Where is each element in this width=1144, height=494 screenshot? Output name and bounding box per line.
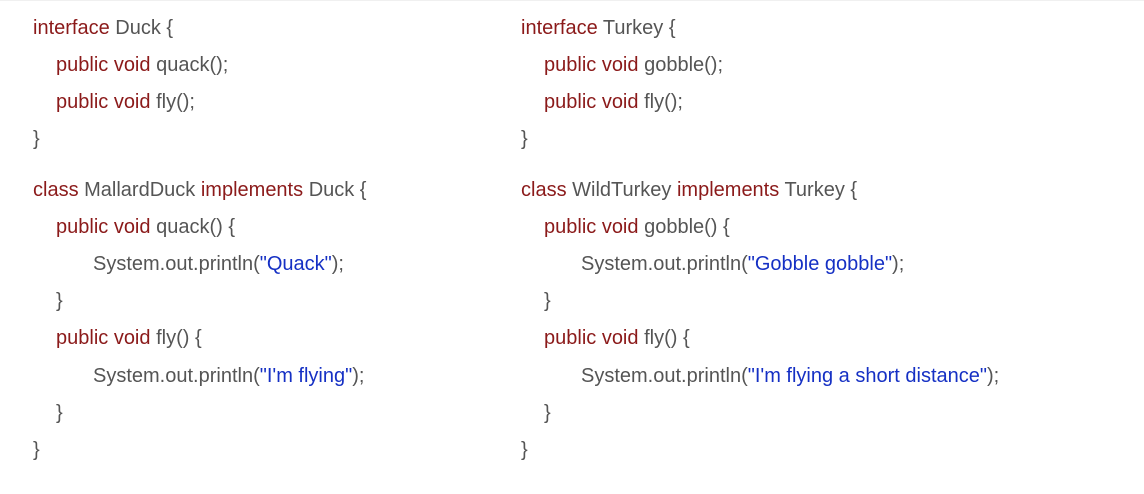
type-name: Turkey { [602,17,676,39]
method-signature: gobble() { [644,216,730,238]
keyword: class [521,179,567,201]
keyword: implements [676,179,780,201]
turkey-gobble-decl: public void gobble(); [521,50,1144,80]
method-signature: fly(); [644,91,683,113]
closing-brace: } [56,402,63,424]
closing-brace: } [544,402,551,424]
closing-brace: } [33,439,40,461]
method-signature: fly(); [156,91,195,113]
interface-name: Duck { [308,179,367,201]
duck-interface-close: } [33,124,633,154]
duck-fly-decl: public void fly(); [33,87,656,117]
call-prefix: System.out.println( [581,253,748,275]
method-signature: quack(); [156,54,229,76]
mallard-quack-body: System.out.println("Quack"); [33,249,693,279]
top-divider [0,0,1144,1]
call-prefix: System.out.println( [93,253,260,275]
closing-brace: } [521,128,528,150]
closing-brace: } [33,128,40,150]
turkey-interface-close: } [521,124,1121,154]
mallard-class-close: } [33,435,633,465]
mallard-fly-close: } [33,398,656,428]
mallard-quack-close: } [33,286,656,316]
duck-interface-line: interface Duck { [33,13,633,43]
keyword: public void [56,91,151,113]
keyword: public void [544,327,639,349]
string-literal: "I'm flying" [259,365,353,387]
wildturkey-gobble-close: } [521,286,1144,316]
keyword: public void [56,216,151,238]
method-signature: gobble(); [644,54,724,76]
keyword: public void [544,216,639,238]
keyword: public void [544,91,639,113]
call-suffix: ); [331,253,344,275]
mallard-fly-method: public void fly() { [33,323,656,353]
method-signature: fly() { [156,327,202,349]
keyword: implements [200,179,304,201]
wildturkey-fly-close: } [521,398,1144,428]
wildturkey-fly-body: System.out.println("I'm flying a short d… [521,361,1144,391]
closing-brace: } [521,439,528,461]
wildturkey-fly-method: public void fly() { [521,323,1144,353]
method-signature: quack() { [156,216,236,238]
keyword: public void [56,54,151,76]
duck-quack-decl: public void quack(); [33,50,656,80]
string-literal: "I'm flying a short distance" [747,365,987,387]
call-suffix: ); [352,365,365,387]
keyword: interface [521,17,598,39]
type-name: Duck { [115,17,174,39]
turkey-fly-decl: public void fly(); [521,87,1144,117]
class-name: WildTurkey [572,179,672,201]
wildturkey-class-line: class WildTurkey implements Turkey { [521,175,1121,205]
class-name: MallardDuck [84,179,196,201]
keyword: interface [33,17,110,39]
closing-brace: } [56,290,63,312]
method-signature: fly() { [644,327,690,349]
interface-name: Turkey { [784,179,858,201]
wildturkey-gobble-body: System.out.println("Gobble gobble"); [521,249,1144,279]
call-suffix: ); [892,253,905,275]
call-prefix: System.out.println( [581,365,748,387]
wildturkey-class-close: } [521,435,1121,465]
keyword: public void [544,54,639,76]
keyword: class [33,179,79,201]
wildturkey-gobble-method: public void gobble() { [521,212,1144,242]
keyword: public void [56,327,151,349]
string-literal: "Gobble gobble" [747,253,893,275]
string-literal: "Quack" [259,253,332,275]
mallard-fly-body: System.out.println("I'm flying"); [33,361,693,391]
mallard-quack-method: public void quack() { [33,212,656,242]
call-prefix: System.out.println( [93,365,260,387]
turkey-interface-line: interface Turkey { [521,13,1121,43]
closing-brace: } [544,290,551,312]
call-suffix: ); [986,365,1000,387]
mallard-class-line: class MallardDuck implements Duck { [33,175,633,205]
